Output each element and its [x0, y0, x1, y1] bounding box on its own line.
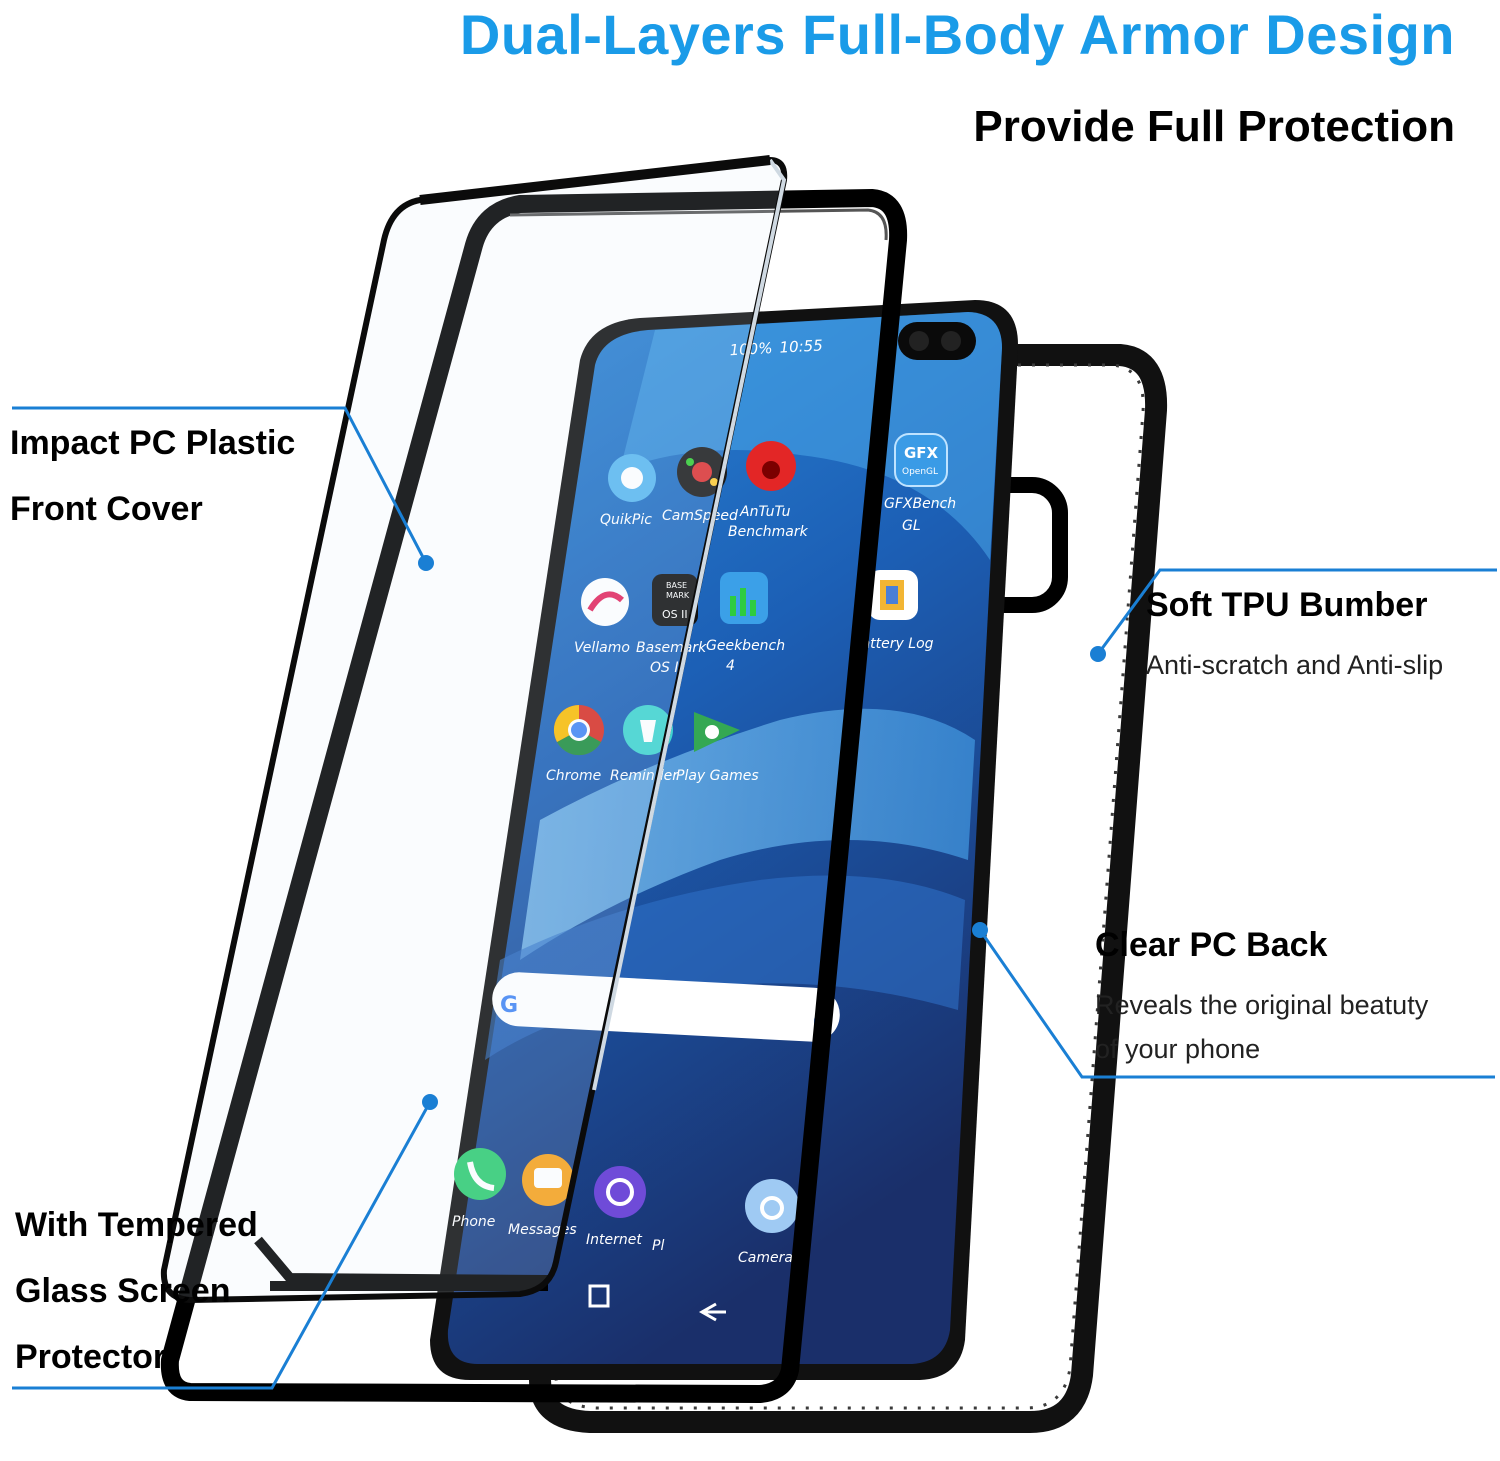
app-geekbench[interactable]: Geekbench 4 [706, 572, 785, 674]
callout-dot-glass [422, 1094, 438, 1110]
subheadline: Provide Full Protection [973, 102, 1455, 151]
app-reminder[interactable]: Reminder [610, 705, 679, 784]
svg-text:4: 4 [726, 658, 735, 674]
app-play-games[interactable]: Play Games [676, 712, 759, 784]
svg-text:Geekbench: Geekbench [706, 638, 785, 654]
app-camspeed[interactable]: CamSpeed [662, 447, 738, 524]
app-vellamo[interactable]: Vellamo [574, 578, 630, 656]
callout-line-bumper [1096, 568, 1497, 655]
svg-text:Battery Log: Battery Log [852, 636, 934, 652]
dock-camera[interactable]: Camera [738, 1179, 799, 1266]
app-grid: QuikPic CamSpeed AnTuTu Benchmark GFX Op… [546, 433, 956, 784]
front-cover-label-1: Impact PC Plastic [10, 424, 296, 462]
back-nav-icon[interactable] [698, 1302, 726, 1322]
svg-text:Play Games: Play Games [676, 768, 759, 784]
svg-text:Chrome: Chrome [546, 768, 601, 784]
glass-label-2: Glass Screen [15, 1272, 231, 1310]
glass-label-3: Protector [15, 1338, 167, 1376]
app-gfxbench[interactable]: GFX OpenGL GFXBench GL [884, 433, 956, 534]
svg-text:Phone: Phone [452, 1214, 495, 1230]
recents-nav-icon[interactable] [588, 1284, 610, 1308]
google-logo-icon: G [500, 993, 518, 1018]
headline: Dual-Layers Full-Body Armor Design [459, 3, 1455, 66]
svg-text:AnTuTu: AnTuTu [739, 504, 791, 520]
svg-text:QuikPic: QuikPic [600, 512, 652, 528]
glass-screen-protector [160, 155, 788, 1304]
svg-text:MARK: MARK [666, 591, 690, 600]
callout-dot-bumper [1090, 646, 1106, 662]
dock-play-store[interactable]: Pl [652, 1238, 664, 1254]
bumper-title: Soft TPU Bumber [1146, 586, 1428, 624]
svg-text:Pl: Pl [652, 1238, 664, 1254]
svg-text:GFXBench: GFXBench [884, 496, 956, 512]
app-chrome[interactable]: Chrome [546, 704, 604, 784]
back-desc-1: Reveals the original beatuty [1095, 990, 1429, 1020]
dock-internet[interactable]: Internet [586, 1166, 646, 1248]
callout-line-front-cover [12, 406, 428, 564]
svg-text:OpenGL: OpenGL [902, 467, 938, 477]
callout-line-glass [12, 1101, 432, 1390]
svg-text:OS II: OS II [662, 608, 688, 621]
app-quikpic[interactable]: QuikPic [600, 454, 656, 528]
svg-text:CamSpeed: CamSpeed [662, 508, 738, 524]
svg-text:GL: GL [902, 518, 921, 534]
svg-text:GFX: GFX [904, 444, 939, 462]
svg-text:Internet: Internet [586, 1232, 642, 1248]
glass-label-1: With Tempered [15, 1206, 258, 1244]
svg-text:OS II: OS II [650, 660, 683, 676]
bumper-desc: Anti-scratch and Anti-slip [1146, 650, 1444, 680]
callout-dot-front-cover [418, 555, 434, 571]
callout-line-back [978, 929, 1495, 1079]
svg-text:Vellamo: Vellamo [574, 640, 630, 656]
svg-text:BASE: BASE [666, 581, 687, 590]
app-basemark[interactable]: BASE MARK OS II Basemark OS II [636, 574, 707, 676]
svg-text:Camera: Camera [738, 1250, 793, 1266]
callout-dot-back [972, 922, 988, 938]
front-cover-frame [160, 189, 908, 1403]
back-title: Clear PC Back [1095, 926, 1328, 964]
app-battery-log[interactable]: Battery Log [852, 570, 934, 652]
svg-text:Basemark: Basemark [636, 640, 707, 656]
callout-lines [12, 406, 1497, 1390]
dock-phone[interactable]: Phone [452, 1148, 506, 1230]
front-cover-label-2: Front Cover [10, 490, 203, 528]
svg-text:Benchmark: Benchmark [728, 524, 809, 540]
clock: 10:55 [779, 336, 823, 356]
back-desc-2: of your phone [1095, 1034, 1261, 1064]
app-antutu[interactable]: AnTuTu Benchmark [728, 441, 809, 540]
dock: Phone Messages Internet Pl Camera [452, 1148, 799, 1266]
